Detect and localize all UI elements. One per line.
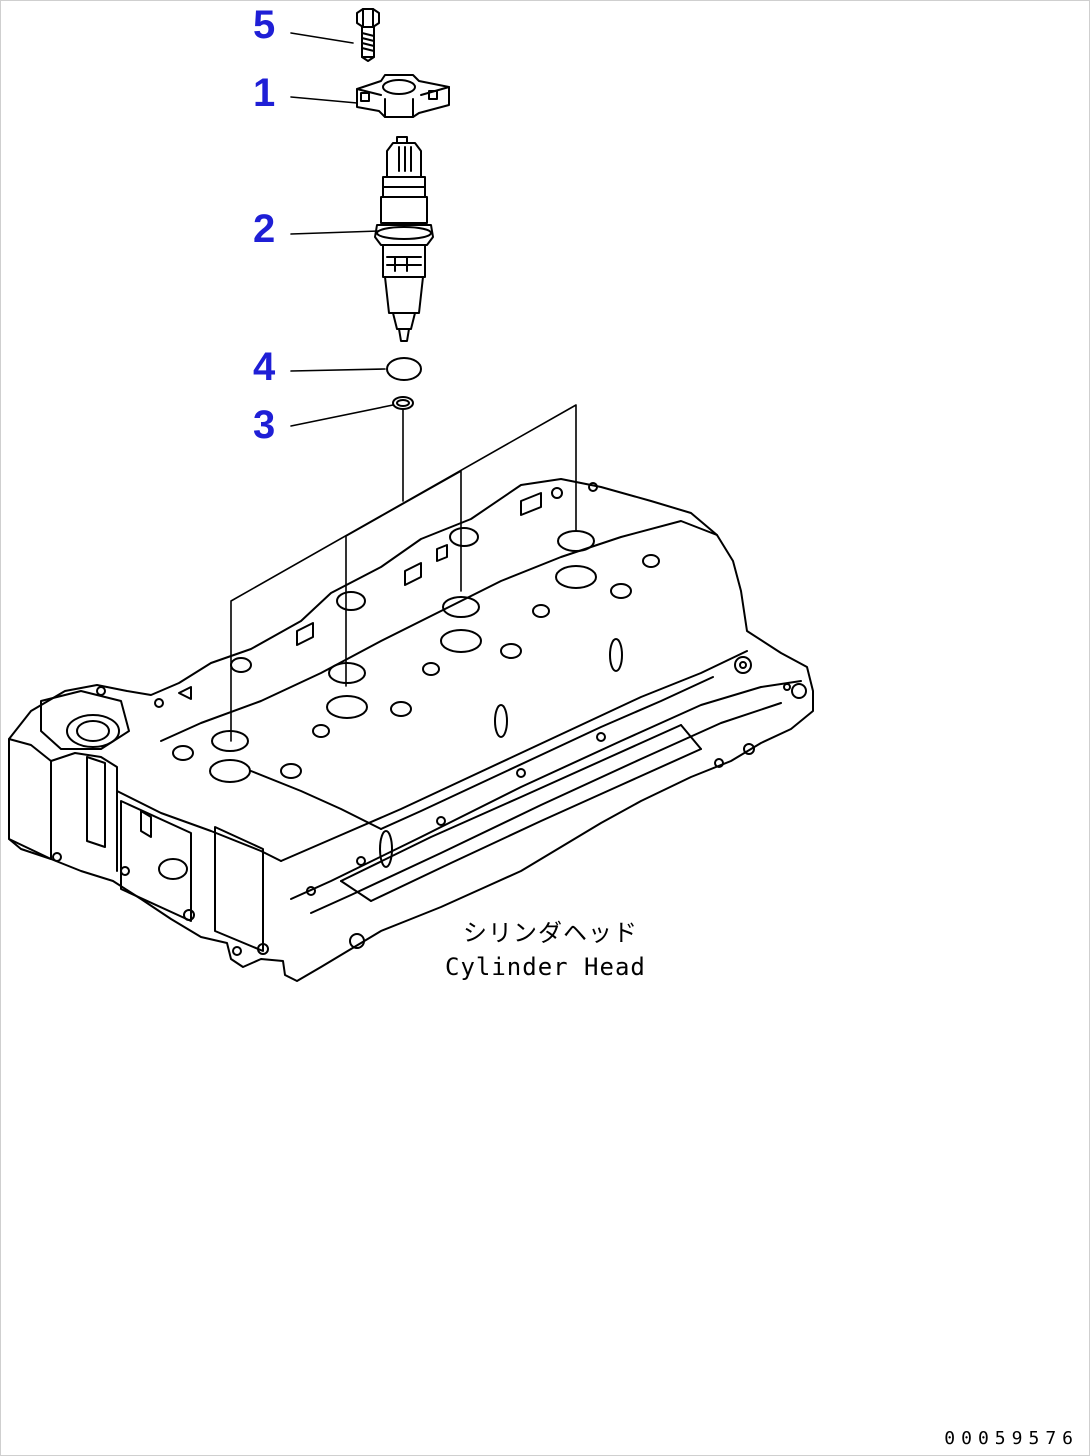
valve-bores [172,527,660,783]
leader-lines [290,32,394,427]
installation-lines [230,404,577,742]
cylinder-head-block [8,478,814,982]
clamp-part-1 [356,74,450,118]
bolt-part-5 [356,8,380,62]
callout-2: 2 [253,207,276,251]
injector-part-2 [374,136,434,342]
callout-3: 3 [253,403,276,447]
document-number: 00059576 [944,1428,1079,1449]
caption-english: Cylinder Head [445,953,646,981]
o-ring-part-3 [392,396,414,410]
callout-4: 4 [253,345,276,389]
slot-markings [178,492,542,700]
bolt-holes [52,482,807,956]
gasket-part-4 [386,357,422,381]
callout-5: 5 [253,3,276,47]
side-ports [379,638,623,868]
callout-1: 1 [253,71,276,115]
caption-japanese: シリンダヘッド [463,919,638,947]
